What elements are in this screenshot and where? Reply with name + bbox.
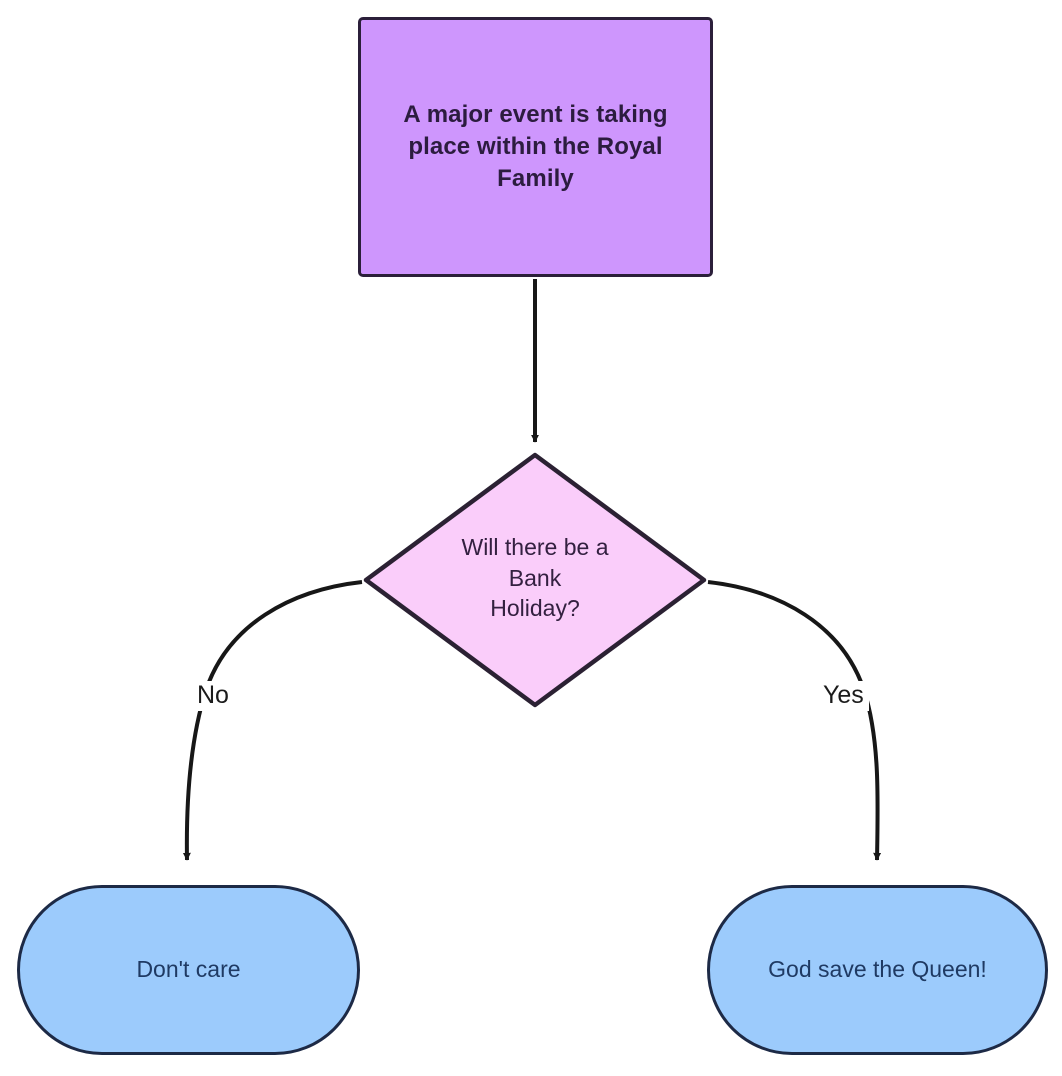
edge-decision-to-dontcare bbox=[182, 580, 363, 861]
edge-label-yes: Yes bbox=[818, 681, 869, 711]
edge-decision-to-queen bbox=[707, 580, 882, 861]
node-dont-care[interactable]: Don't care bbox=[17, 885, 360, 1055]
node-dont-care-label: Don't care bbox=[136, 956, 241, 983]
edge-label-no: No bbox=[192, 681, 234, 711]
node-major-event[interactable]: A major event is taking place within the… bbox=[358, 17, 713, 277]
node-decision-label: Will there be a Bank Holiday? bbox=[461, 534, 609, 622]
diamond-shape bbox=[363, 452, 707, 708]
node-god-save-the-queen-label: God save the Queen! bbox=[768, 956, 987, 983]
node-god-save-the-queen[interactable]: God save the Queen! bbox=[707, 885, 1048, 1055]
node-major-event-label: A major event is taking place within the… bbox=[403, 101, 668, 192]
node-decision-bank-holiday[interactable]: Will there be a Bank Holiday? bbox=[363, 452, 707, 708]
